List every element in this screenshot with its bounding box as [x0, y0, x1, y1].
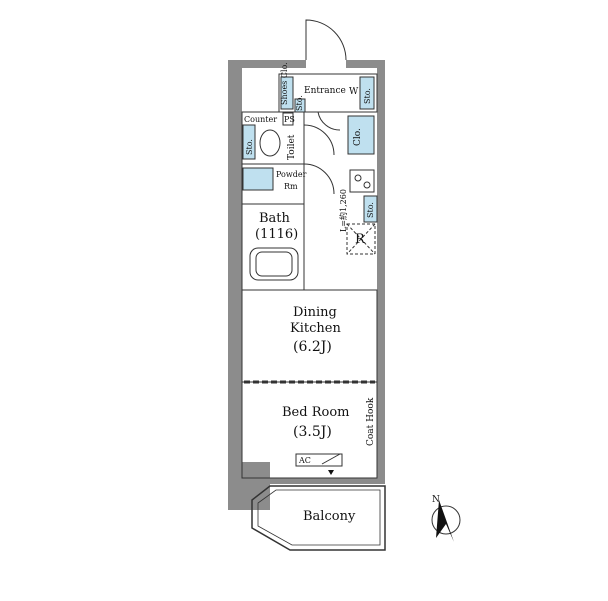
bottom-wall — [270, 478, 385, 484]
bath-tub — [249, 247, 299, 281]
w-label: W — [349, 87, 359, 97]
powder-basin — [242, 167, 274, 191]
kitchen-note-label: L=約1,260 — [338, 189, 348, 232]
shoes-clo-label: Shoes Clo. — [280, 62, 289, 105]
clo-block — [347, 115, 375, 155]
bath-size-label: (1116) — [255, 227, 298, 242]
sto-entrance-label: Sto. — [363, 88, 372, 104]
coat-hook-label: Coat Hook — [366, 397, 376, 446]
sto-small-label: Sto. — [295, 95, 304, 111]
ac-label: AC — [298, 456, 311, 465]
counter-label: Counter — [244, 115, 277, 124]
powder-rm-label-2: Rm — [284, 182, 298, 191]
right-wall — [377, 60, 385, 480]
dining-kitchen — [241, 289, 378, 383]
kitchen-stove — [349, 169, 375, 193]
dining-size-label: (6.2J) — [293, 339, 332, 355]
entrance-area — [278, 73, 378, 113]
sto-small-box — [294, 98, 306, 113]
top-wall — [242, 60, 306, 68]
sto-toilet-block — [242, 124, 256, 160]
dining-label-1: Dining — [293, 305, 337, 320]
balcony-outline — [251, 485, 386, 551]
north-compass-icon: N — [431, 495, 461, 542]
entrance-door — [305, 19, 347, 61]
r-label: R — [355, 232, 366, 247]
sto-kitchen-block — [363, 195, 378, 223]
top-wall-right — [346, 60, 385, 68]
left-wall — [228, 60, 270, 510]
entrance-label: Entrance — [304, 86, 346, 96]
dining-label-2: Kitchen — [290, 321, 341, 336]
toilet-fixture — [259, 129, 281, 157]
powder-rm-label-1: Powder — [276, 170, 307, 179]
clo-label: Clo. — [353, 128, 363, 146]
sto-kitchen-label: Sto. — [366, 202, 375, 218]
bedroom-size-label: (3.5J) — [293, 424, 332, 440]
ps-label: PS — [284, 115, 295, 124]
sto-toilet-label: Sto. — [245, 139, 254, 155]
bedroom-label: Bed Room — [282, 405, 349, 420]
toilet-label: Toilet — [287, 134, 297, 160]
ps-box — [282, 112, 294, 126]
refrigerator — [346, 223, 376, 255]
bath-label: Bath — [259, 211, 291, 226]
sto-entrance-block — [359, 76, 375, 110]
balcony-label: Balcony — [303, 509, 356, 524]
compass-label: N — [432, 495, 440, 505]
ac-unit — [295, 453, 343, 467]
shoes-clo-block — [280, 76, 294, 110]
